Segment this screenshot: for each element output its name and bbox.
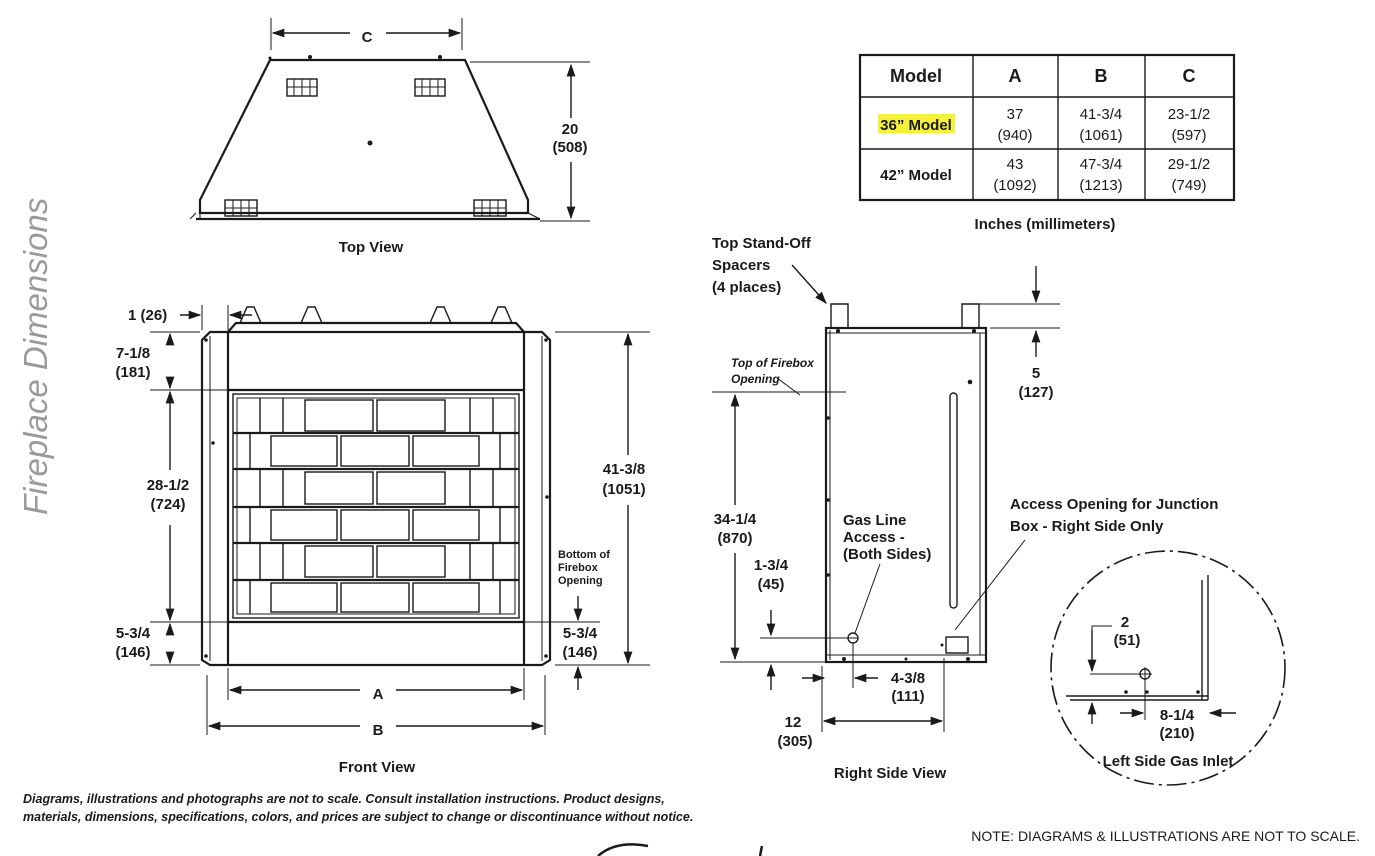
table-header-model: Model bbox=[890, 66, 942, 86]
dim-1-label: 1 (26) bbox=[128, 307, 167, 324]
table-cell: (749) bbox=[1171, 177, 1206, 194]
table-cell: (1213) bbox=[1079, 177, 1122, 194]
dim-top-label: 7-1/8 bbox=[116, 345, 150, 362]
dim-height-mm-label: (1051) bbox=[602, 481, 645, 498]
disclaimer-line-2: materials, dimensions, specifications, c… bbox=[23, 810, 693, 824]
dim-bottom-left-mm-label: (146) bbox=[115, 644, 150, 661]
dim-opening-mm-label: (724) bbox=[150, 496, 185, 513]
dim-top-mm-label: (181) bbox=[115, 364, 150, 381]
top-view-outline bbox=[198, 58, 530, 215]
dim-134-mm-label: (45) bbox=[758, 576, 785, 593]
bottom-note-2: Firebox bbox=[558, 562, 599, 574]
top-view: C 20 (508) Top View bbox=[189, 18, 590, 256]
dim-34-label: 34-1/4 bbox=[714, 511, 757, 528]
dim-134-label: 1-3/4 bbox=[754, 557, 789, 574]
dim-depth-mm-label: (508) bbox=[552, 139, 587, 156]
dim-814-mm-label: (210) bbox=[1159, 725, 1194, 742]
table-caption: Inches (millimeters) bbox=[975, 216, 1116, 233]
detail-circle bbox=[1050, 550, 1286, 786]
top-view-caption: Top View bbox=[339, 239, 404, 256]
table-cell: 41-3/4 bbox=[1080, 106, 1123, 123]
table-cell: (940) bbox=[997, 127, 1032, 144]
table-cell: 29-1/2 bbox=[1168, 156, 1211, 173]
table-header-c: C bbox=[1183, 66, 1196, 86]
gas-label-1: Gas Line bbox=[843, 512, 906, 529]
dim-438-label: 4-3/8 bbox=[891, 670, 925, 687]
dim-bottom-right-label: 5-3/4 bbox=[563, 625, 598, 642]
dim-bottom-right-mm-label: (146) bbox=[562, 644, 597, 661]
gas-label-3: (Both Sides) bbox=[843, 546, 931, 563]
table-row-42-model: 42” Model bbox=[880, 167, 952, 184]
standoff-label-1: Top Stand-Off bbox=[712, 235, 812, 252]
table-cell: (1092) bbox=[993, 177, 1036, 194]
dim-a-label: A bbox=[373, 686, 384, 703]
detail-caption: Left Side Gas Inlet bbox=[1103, 753, 1234, 770]
dim-b-label: B bbox=[373, 722, 384, 739]
logo-fragment bbox=[597, 843, 649, 856]
dim-5-mm-label: (127) bbox=[1018, 384, 1053, 401]
table-cell: (1061) bbox=[1079, 127, 1122, 144]
access-label-1: Access Opening for Junction bbox=[1010, 496, 1218, 513]
scale-note: NOTE: DIAGRAMS & ILLUSTRATIONS ARE NOT T… bbox=[971, 828, 1360, 844]
table-header-a: A bbox=[1009, 66, 1022, 86]
front-view: 1 (26) 7-1/8 (181) 28-1/2 (724) 5-3/4 (1… bbox=[115, 305, 650, 776]
gas-label-2: Access - bbox=[843, 529, 905, 546]
disclaimer-line-1: Diagrams, illustrations and photographs … bbox=[23, 792, 665, 806]
dim-814-label: 8-1/4 bbox=[1160, 707, 1195, 724]
side-body-outline bbox=[824, 326, 988, 664]
dim-height-label: 41-3/8 bbox=[603, 461, 646, 478]
table-cell: 23-1/2 bbox=[1168, 106, 1211, 123]
front-view-caption: Front View bbox=[339, 759, 416, 776]
dim-12-label: 12 bbox=[785, 714, 802, 731]
vent-icon bbox=[224, 78, 507, 217]
table-cell: 47-3/4 bbox=[1080, 156, 1123, 173]
dim-34-mm-label: (870) bbox=[717, 530, 752, 547]
dim-c-label: C bbox=[362, 29, 373, 46]
brick-pattern bbox=[233, 398, 519, 614]
dim-depth-label: 20 bbox=[562, 121, 579, 138]
standoff-label-2: Spacers bbox=[712, 257, 770, 274]
bottom-note-3: Opening bbox=[558, 575, 603, 587]
dim-5-label: 5 bbox=[1032, 365, 1040, 382]
dim-438-mm-label: (111) bbox=[891, 688, 924, 705]
dim-bottom-left-label: 5-3/4 bbox=[116, 625, 151, 642]
gas-inlet-detail: 2 (51) 8-1/4 (210) Left Side Gas Inlet bbox=[1050, 550, 1286, 786]
side-title: Fireplace Dimensions bbox=[17, 198, 54, 515]
firebox-top-label-1: Top of Firebox bbox=[731, 356, 815, 370]
table-cell: (597) bbox=[1171, 127, 1206, 144]
dim-2-label: 2 bbox=[1121, 614, 1129, 631]
right-side-view: Top Stand-Off Spacers (4 places) 5 (127)… bbox=[712, 235, 1218, 782]
standoff-label-3: (4 places) bbox=[712, 279, 781, 296]
firebox-top-label-2: Opening bbox=[731, 372, 780, 386]
firebox-outline bbox=[226, 330, 526, 667]
table-row-36-model: 36” Model bbox=[880, 117, 952, 134]
side-view-caption: Right Side View bbox=[834, 765, 947, 782]
dim-opening-label: 28-1/2 bbox=[147, 477, 190, 494]
table-header-b: B bbox=[1095, 66, 1108, 86]
dimension-table: Model A B C 36” Model 37 (940) 41-3/4 (1… bbox=[858, 53, 1236, 233]
table-cell: 37 bbox=[1007, 106, 1024, 123]
table-cell: 43 bbox=[1007, 156, 1024, 173]
bottom-note-1: Bottom of bbox=[558, 549, 610, 561]
access-label-2: Box - Right Side Only bbox=[1010, 518, 1164, 535]
dim-2-mm-label: (51) bbox=[1114, 632, 1141, 649]
dim-12-mm-label: (305) bbox=[777, 733, 812, 750]
highlight-marker bbox=[878, 114, 955, 133]
junction-box-icon bbox=[945, 636, 969, 654]
